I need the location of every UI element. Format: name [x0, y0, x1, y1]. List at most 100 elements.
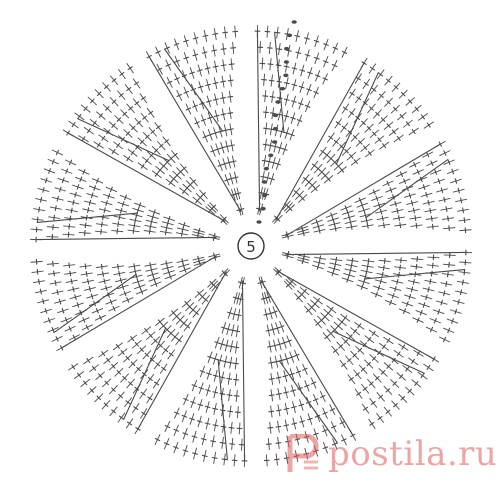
postila-logo-icon	[287, 434, 319, 472]
stitch-bar	[171, 310, 176, 316]
stitch-bar	[400, 396, 406, 401]
stitch-bar	[269, 112, 276, 115]
stitch-bar	[268, 128, 275, 131]
stitch-bar	[278, 130, 285, 133]
stitch-bar	[76, 302, 80, 308]
stitch-bar	[268, 394, 275, 397]
stitch-bar	[98, 373, 103, 379]
stitch-bar	[174, 314, 179, 319]
stitch-bar	[70, 278, 73, 285]
stitch-bar	[212, 424, 219, 427]
stitch-bar	[176, 338, 182, 343]
stitch-bar	[227, 112, 234, 114]
stitch-bar	[306, 88, 312, 92]
stitch-bar	[371, 87, 377, 92]
stitch-bar	[286, 339, 292, 343]
stitch-bar	[412, 207, 415, 214]
stitch-bar	[377, 415, 383, 420]
stitch-bar	[312, 301, 318, 307]
stitch-bar	[158, 167, 163, 173]
stitch-bar	[90, 293, 94, 300]
stitch-bar	[109, 299, 113, 305]
stitch-bar	[166, 220, 169, 227]
stitch-bar	[419, 309, 423, 316]
stitch-bar	[383, 222, 385, 229]
stitch-bar	[226, 161, 232, 164]
stitch-bar	[182, 432, 189, 436]
stitch-bar	[270, 328, 276, 331]
stitch-bar	[157, 319, 163, 325]
stitch-bar	[152, 276, 156, 283]
stitch-bar	[81, 136, 86, 142]
stitch-bar	[268, 378, 275, 380]
stitch-bar	[101, 221, 103, 228]
stitch-bar	[411, 358, 416, 364]
stitch-bar	[226, 394, 233, 396]
stitch-bar	[356, 391, 362, 396]
stitch-bar	[333, 221, 336, 227]
stitch-bar	[391, 357, 396, 363]
stitch-bar	[320, 394, 326, 399]
stitch-bar	[197, 255, 200, 262]
stitch-bar	[230, 160, 237, 163]
stitch-bar	[98, 113, 103, 118]
stitch-bar	[88, 199, 92, 206]
stitch-bar	[155, 50, 161, 54]
stitch-bar	[221, 162, 228, 166]
stitch-bar	[154, 381, 160, 386]
stitch-bar	[53, 214, 56, 221]
stitch-bar	[420, 373, 425, 379]
stitch-bar	[336, 323, 341, 329]
stitch-bar	[128, 106, 134, 111]
center-round-number: 5	[246, 238, 256, 256]
stitch-bar	[225, 328, 232, 331]
wedge	[30, 149, 221, 243]
stitch-bar	[427, 199, 430, 206]
stitch-bar	[126, 156, 131, 162]
stitch-bar	[341, 125, 347, 130]
stitch-bar	[290, 100, 297, 103]
stitch-bar	[118, 214, 121, 221]
stitch-bar	[262, 111, 269, 114]
stitch-bar	[426, 122, 431, 128]
stitch-bar	[227, 128, 234, 131]
stitch-bar	[197, 85, 204, 89]
stitch-bar	[349, 219, 352, 226]
stitch-bar	[375, 291, 378, 298]
watermark-text: postila.ru	[328, 434, 498, 474]
stitch-bar	[187, 304, 192, 309]
stitch-bar	[84, 222, 87, 229]
stitch-bar	[153, 338, 158, 344]
stitch-bar	[416, 169, 420, 175]
stitch-bar	[331, 63, 338, 68]
wedge-edge	[285, 143, 441, 237]
stitch-bar	[181, 321, 187, 326]
wedge-edge	[276, 270, 435, 360]
wedge	[254, 25, 348, 216]
stitch-bar	[385, 409, 391, 414]
wedge-edge	[67, 132, 226, 222]
stitch-bar	[206, 372, 212, 376]
stitch-bar	[363, 81, 369, 86]
stitch-bar	[134, 386, 140, 391]
stitch-bar	[276, 113, 283, 116]
stitch-bar	[299, 69, 306, 72]
stitch-bar	[275, 425, 282, 428]
wedge-edge	[241, 280, 246, 462]
stitch-bar	[425, 294, 428, 301]
wedge	[281, 249, 472, 343]
stitch-bar	[268, 79, 275, 82]
stitch-bar	[283, 65, 290, 68]
stitch-bar	[451, 168, 455, 175]
stitch-bar	[174, 172, 180, 178]
stitch-bar	[310, 381, 317, 385]
stitch-bar	[416, 350, 421, 356]
stitch-bar	[375, 195, 379, 202]
stitch-bar	[232, 296, 239, 300]
wedge	[145, 25, 245, 216]
stitch-bar	[267, 63, 274, 66]
stitch-bar	[86, 128, 91, 134]
stitch-bar	[382, 143, 387, 149]
stitch-bar	[394, 285, 397, 292]
stitch-bar	[356, 96, 362, 101]
